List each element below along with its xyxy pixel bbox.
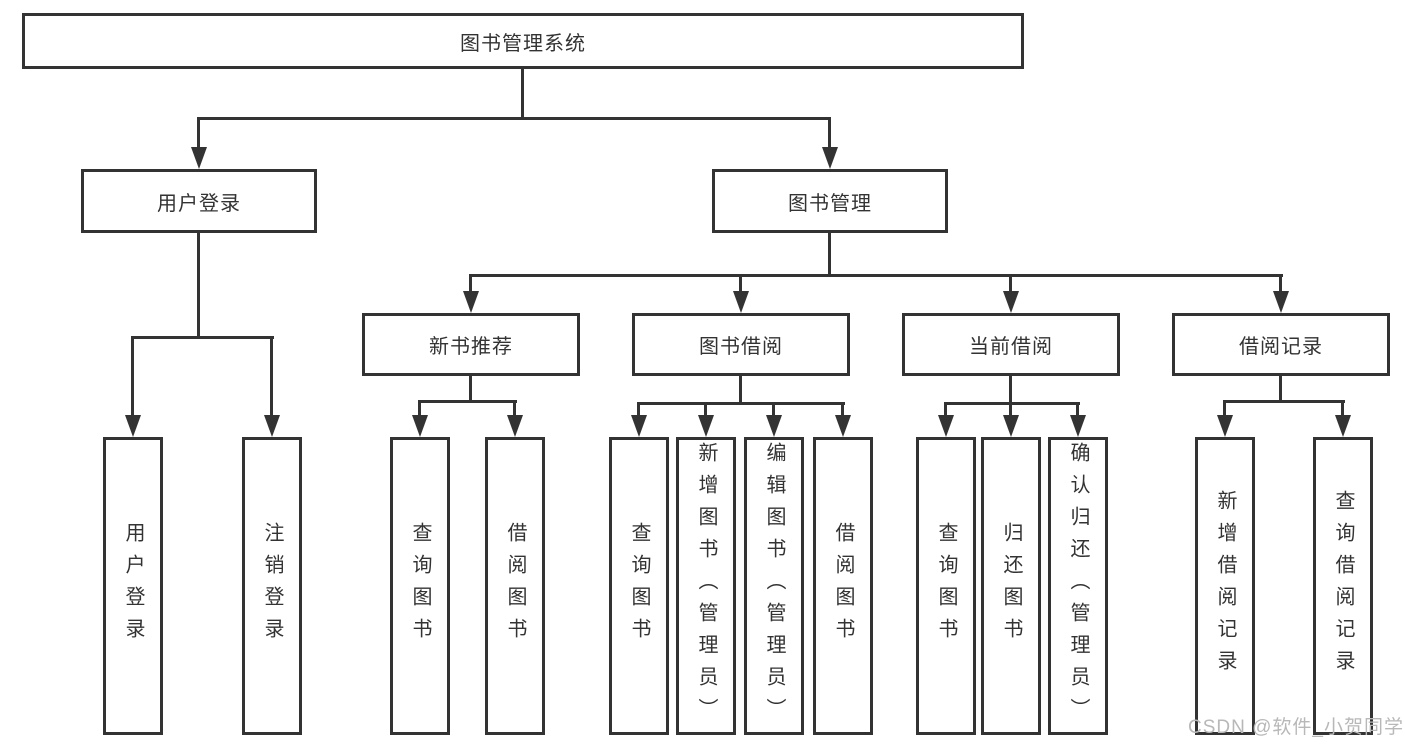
connector-newrec-stem bbox=[469, 376, 472, 400]
node-leaf-confirm-return-admin: 确认归还（管理员） bbox=[1048, 437, 1108, 735]
connector-current-stem bbox=[1009, 376, 1012, 402]
node-leaf-borrow-books-2: 借阅图书 bbox=[813, 437, 873, 735]
node-label: 用户登录 bbox=[157, 192, 241, 215]
node-leaf-borrow-books-1: 借阅图书 bbox=[485, 437, 545, 735]
node-label: 当前借阅 bbox=[969, 336, 1053, 358]
node-leaf-add-books-admin: 新增图书（管理员） bbox=[676, 437, 736, 735]
connector-root-stem bbox=[521, 69, 524, 117]
node-borrow-records: 借阅记录 bbox=[1172, 313, 1390, 376]
arrow-down-icon bbox=[631, 415, 647, 437]
connector-newrec-bar bbox=[418, 400, 517, 403]
node-label: 用户登录 bbox=[122, 522, 144, 650]
arrow-down-icon bbox=[1003, 415, 1019, 437]
node-leaf-return-books: 归还图书 bbox=[981, 437, 1041, 735]
connector-userlogin-bar bbox=[131, 336, 274, 339]
connector-current-bar bbox=[944, 402, 1080, 405]
connector-bookmgmt-drop-4 bbox=[1279, 274, 1282, 292]
connector-borrow-drop-4 bbox=[841, 402, 844, 416]
connector-bookmgmt-drop-3 bbox=[1009, 274, 1012, 292]
node-user-login: 用户登录 bbox=[81, 169, 317, 233]
arrow-down-icon bbox=[1335, 415, 1351, 437]
node-label: 图书借阅 bbox=[699, 336, 783, 358]
node-leaf-query-books-3: 查询图书 bbox=[916, 437, 976, 735]
arrow-down-icon bbox=[698, 415, 714, 437]
connector-records-drop-1 bbox=[1223, 400, 1226, 416]
node-leaf-edit-books-admin: 编辑图书（管理员） bbox=[744, 437, 804, 735]
node-label: 查询图书 bbox=[628, 522, 650, 650]
connector-newrec-drop-2 bbox=[513, 400, 516, 416]
arrow-down-icon bbox=[766, 415, 782, 437]
node-leaf-logout: 注销登录 bbox=[242, 437, 302, 735]
connector-bookmgmt-drop-2 bbox=[739, 274, 742, 292]
connector-bookmgmt-bar bbox=[469, 274, 1283, 277]
node-leaf-query-borrow-record: 查询借阅记录 bbox=[1313, 437, 1373, 735]
connector-borrow-drop-1 bbox=[637, 402, 640, 416]
node-label: 查询图书 bbox=[409, 522, 431, 650]
connector-userlogin-stem bbox=[197, 233, 200, 336]
node-label: 图书管理系统 bbox=[460, 32, 586, 55]
connector-records-bar bbox=[1223, 400, 1345, 403]
arrow-down-icon bbox=[264, 415, 280, 437]
node-label: 编辑图书（管理员） bbox=[763, 442, 785, 730]
node-label: 新书推荐 bbox=[429, 336, 513, 358]
node-leaf-query-books-2: 查询图书 bbox=[609, 437, 669, 735]
connector-current-drop-1 bbox=[944, 402, 947, 416]
arrow-down-icon bbox=[1217, 415, 1233, 437]
node-label: 注销登录 bbox=[261, 522, 283, 650]
arrow-down-icon bbox=[191, 147, 207, 169]
node-leaf-query-books-1: 查询图书 bbox=[390, 437, 450, 735]
node-book-management: 图书管理 bbox=[712, 169, 948, 233]
arrow-down-icon bbox=[835, 415, 851, 437]
node-book-borrow: 图书借阅 bbox=[632, 313, 850, 376]
connector-current-drop-2 bbox=[1009, 402, 1012, 416]
node-label: 确认归还（管理员） bbox=[1067, 442, 1089, 730]
arrow-down-icon bbox=[1003, 291, 1019, 313]
node-new-book-recommend: 新书推荐 bbox=[362, 313, 580, 376]
connector-borrow-bar bbox=[637, 402, 845, 405]
arrow-down-icon bbox=[1070, 415, 1086, 437]
node-label: 查询借阅记录 bbox=[1332, 490, 1354, 682]
arrow-down-icon bbox=[125, 415, 141, 437]
connector-records-drop-2 bbox=[1341, 400, 1344, 416]
node-label: 借阅图书 bbox=[832, 522, 854, 650]
connector-root-drop-left bbox=[197, 117, 200, 148]
node-leaf-add-borrow-record: 新增借阅记录 bbox=[1195, 437, 1255, 735]
connector-borrow-drop-2 bbox=[704, 402, 707, 416]
connector-current-drop-3 bbox=[1076, 402, 1079, 416]
node-leaf-user-login: 用户登录 bbox=[103, 437, 163, 735]
csdn-watermark: CSDN @软件_小贺同学 bbox=[1188, 717, 1404, 738]
connector-root-drop-right bbox=[828, 117, 831, 148]
node-label: 借阅记录 bbox=[1239, 336, 1323, 358]
connector-borrow-stem bbox=[739, 376, 742, 402]
node-current-borrow: 当前借阅 bbox=[902, 313, 1120, 376]
connector-userlogin-drop-2 bbox=[270, 336, 273, 416]
node-label: 查询图书 bbox=[935, 522, 957, 650]
arrow-down-icon bbox=[507, 415, 523, 437]
connector-userlogin-drop-1 bbox=[131, 336, 134, 416]
arrow-down-icon bbox=[463, 291, 479, 313]
arrow-down-icon bbox=[1273, 291, 1289, 313]
node-label: 归还图书 bbox=[1000, 522, 1022, 650]
arrow-down-icon bbox=[733, 291, 749, 313]
arrow-down-icon bbox=[938, 415, 954, 437]
connector-bookmgmt-drop-1 bbox=[469, 274, 472, 292]
connector-borrow-drop-3 bbox=[772, 402, 775, 416]
connector-bookmgmt-stem bbox=[828, 233, 831, 274]
arrow-down-icon bbox=[822, 147, 838, 169]
node-label: 新增借阅记录 bbox=[1214, 490, 1236, 682]
node-library-system: 图书管理系统 bbox=[22, 13, 1024, 69]
connector-root-bar bbox=[197, 117, 831, 120]
connector-records-stem bbox=[1279, 376, 1282, 400]
node-label: 借阅图书 bbox=[504, 522, 526, 650]
arrow-down-icon bbox=[412, 415, 428, 437]
node-label: 图书管理 bbox=[788, 192, 872, 215]
connector-newrec-drop-1 bbox=[418, 400, 421, 416]
node-label: 新增图书（管理员） bbox=[695, 442, 717, 730]
